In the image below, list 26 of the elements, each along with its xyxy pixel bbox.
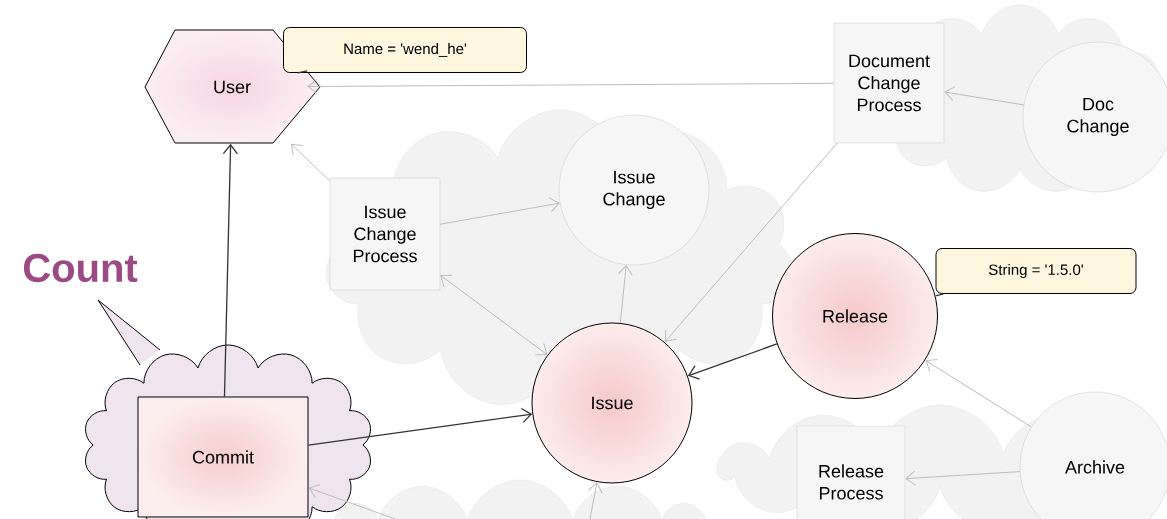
arrow (439, 197, 560, 225)
leader-line (297, 70, 308, 74)
process-box: Release Process (796, 425, 906, 519)
process-box: Document Change Process (833, 22, 945, 144)
arrow (944, 86, 1025, 106)
arrow (617, 265, 633, 324)
arrow (905, 470, 1021, 486)
process-box: Commit (137, 396, 309, 518)
hexagon: User (144, 29, 321, 144)
arrow (925, 359, 1032, 428)
leader-line (934, 293, 945, 297)
arrow (307, 79, 835, 94)
process-box: Issue Change Process (329, 177, 441, 291)
arrow (291, 143, 331, 182)
node-label: Release Process (819, 464, 884, 500)
note-box: Name = 'wend_he' (283, 27, 527, 73)
arrow (664, 142, 838, 342)
arrow (587, 482, 603, 519)
arrow (308, 484, 396, 519)
arrow (440, 274, 548, 356)
arrow (687, 343, 778, 380)
callout-label: Count (23, 253, 138, 283)
node-label: Doc Change (1067, 97, 1129, 137)
arrow (307, 407, 533, 446)
arrow (222, 143, 239, 398)
note-box: String = '1.5.0' (935, 248, 1137, 294)
